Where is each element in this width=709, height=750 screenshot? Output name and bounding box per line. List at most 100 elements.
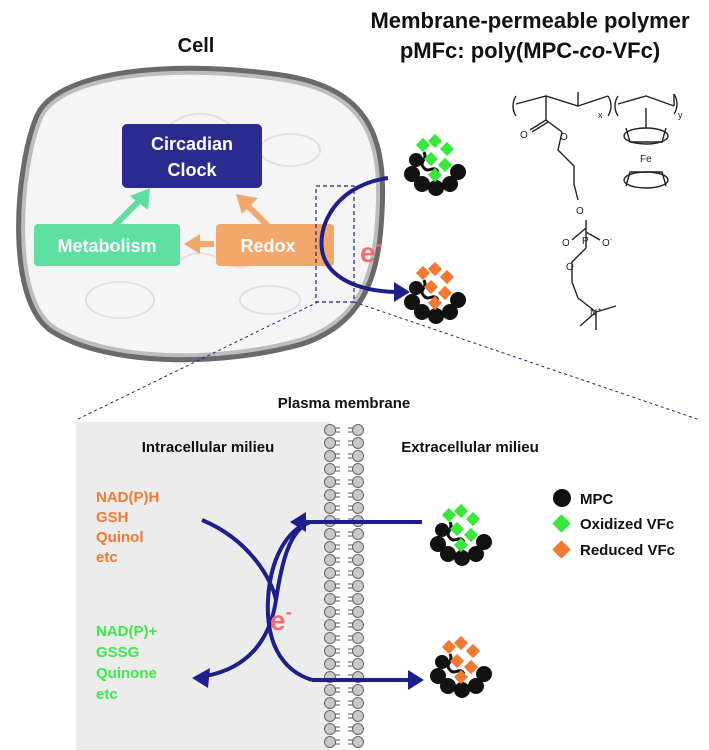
lipid-head: [352, 684, 364, 696]
extracellular-label: Extracellular milieu: [401, 439, 539, 456]
lipid-head: [324, 606, 336, 618]
lipid-bilayer: [324, 424, 364, 748]
top-electron-label: e-: [360, 234, 382, 268]
lipid-head: [352, 580, 364, 592]
lipid-head: [324, 450, 336, 462]
lipid-head: [352, 723, 364, 735]
oxidized-item-2: GSSG: [96, 644, 139, 661]
title-line1: Membrane-permeable polymer: [370, 8, 690, 33]
circadian-clock-box: [122, 124, 262, 188]
lipid-head: [324, 593, 336, 605]
title-line2-prefix: pMFc: poly(MPC-: [400, 38, 580, 63]
arrowhead-metabolism-to-clock: [130, 188, 150, 210]
lipid-head: [324, 463, 336, 475]
circadian-line1: Circadian: [151, 134, 233, 154]
cell-membrane-inner: [21, 70, 381, 358]
lipid-head: [352, 424, 364, 436]
legend-oxidized-label: Oxidized VFc: [580, 516, 674, 533]
cell-label: Cell: [178, 35, 215, 57]
lipid-head: [324, 723, 336, 735]
lipid-head: [352, 697, 364, 709]
polymer-oxidized-bottom: [428, 502, 494, 568]
lipid-head: [352, 541, 364, 553]
lipid-head: [324, 710, 336, 722]
lipid-head: [352, 736, 364, 748]
legend-mpc-label: MPC: [580, 491, 614, 508]
intracellular-label: Intracellular milieu: [142, 439, 275, 456]
bottom-electron-label: e-: [270, 602, 292, 636]
struct-o-lower: O: [566, 262, 574, 273]
lipid-head: [324, 489, 336, 501]
lipid-head: [324, 476, 336, 488]
lipid-head: [352, 658, 364, 670]
lipid-head: [352, 437, 364, 449]
plasma-membrane-label: Plasma membrane: [278, 395, 411, 412]
legend: MPC Oxidized VFc Reduced VFc: [552, 489, 675, 559]
polymer-reduced-bottom: [428, 634, 494, 700]
legend-reduced-marker: [552, 540, 571, 559]
curve-upper-left: [265, 520, 313, 682]
lipid-head: [352, 554, 364, 566]
struct-o-carbonyl: O: [520, 130, 528, 141]
lipid-head: [324, 437, 336, 449]
lipid-head: [352, 606, 364, 618]
lipid-head: [324, 658, 336, 670]
lipid-head: [324, 541, 336, 553]
lipid-head: [324, 502, 336, 514]
title-line2: pMFc: poly(MPC-co-VFc): [400, 38, 660, 63]
curve-reduced-to-membrane: [201, 518, 311, 601]
struct-o-double: O: [562, 238, 570, 249]
lipid-head: [324, 684, 336, 696]
redox-box: [216, 224, 334, 266]
chemical-structure: [512, 92, 678, 330]
polymer-reduced-top: [402, 260, 468, 326]
oxidized-item-3: Quinone: [96, 665, 157, 682]
lipid-head: [324, 736, 336, 748]
oxidized-item-1: NAD(P)+: [96, 623, 157, 640]
lipid-head: [324, 619, 336, 631]
lipid-head: [324, 697, 336, 709]
struct-n-plus: N+: [590, 307, 601, 319]
lipid-head: [352, 528, 364, 540]
top-electron-arrowhead: [394, 282, 410, 302]
reduced-item-3: Quinol: [96, 529, 144, 546]
lipid-head: [324, 424, 336, 436]
arrowhead-redox-to-metabolism: [184, 234, 200, 254]
arrow-redox-to-clock: [243, 201, 271, 229]
lipid-head: [352, 476, 364, 488]
reduced-item-2: GSH: [96, 509, 129, 526]
title-line2-italic: co: [579, 38, 605, 63]
legend-oxidized-marker: [552, 514, 571, 533]
struct-p: P: [582, 236, 589, 247]
oxidized-item-4: etc: [96, 686, 118, 703]
struct-o-ester: O: [560, 132, 568, 143]
lipid-head: [324, 528, 336, 540]
lipid-head: [352, 645, 364, 657]
lipid-head: [352, 489, 364, 501]
lipid-head: [352, 619, 364, 631]
lipid-head: [324, 645, 336, 657]
reduced-item-1: NAD(P)H: [96, 489, 159, 506]
struct-subscript-y: y: [678, 110, 683, 120]
arrowhead-polymer-to-cell: [290, 512, 306, 532]
legend-reduced-label: Reduced VFc: [580, 542, 675, 559]
arrowhead-cell-to-polymer: [408, 670, 424, 690]
curve-membrane-to-oxidized: [205, 599, 278, 678]
intracellular-region: [76, 422, 330, 750]
lipid-head: [324, 554, 336, 566]
lipid-head: [352, 710, 364, 722]
redox-label: Redox: [240, 236, 295, 256]
top-electron-arc: [319, 176, 399, 294]
struct-fe: Fe: [640, 154, 652, 165]
arrowhead-redox-to-clock: [236, 194, 258, 214]
lipid-head: [352, 593, 364, 605]
zoom-guide-right: [353, 301, 701, 421]
circadian-line2: Clock: [167, 160, 217, 180]
lipid-head: [352, 502, 364, 514]
metabolism-label: Metabolism: [57, 236, 156, 256]
lipid-head: [352, 567, 364, 579]
lipid-head: [352, 450, 364, 462]
arrowhead-oxidized: [192, 668, 210, 688]
zoom-guide-left: [75, 301, 319, 421]
